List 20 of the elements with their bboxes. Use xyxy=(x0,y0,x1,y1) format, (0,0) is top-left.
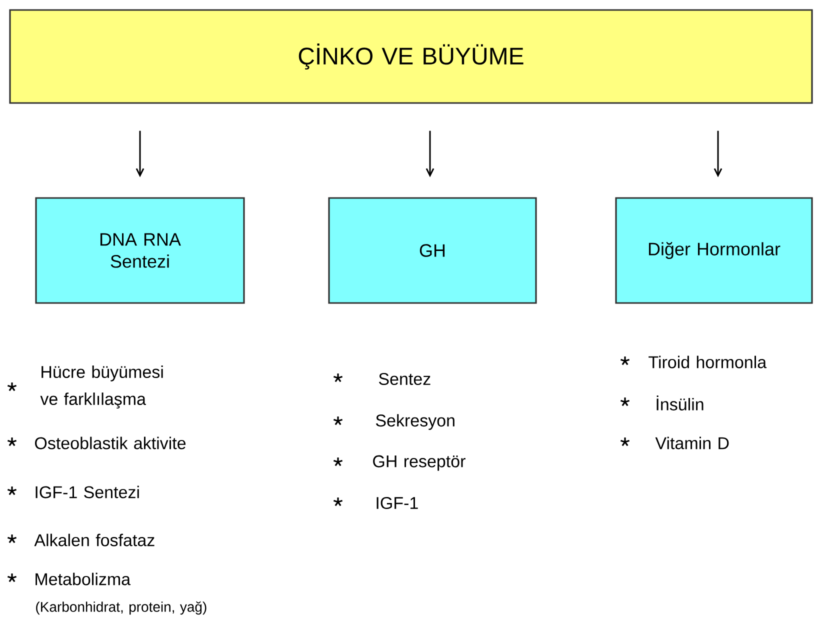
list-item: GH reseptör xyxy=(332,455,466,471)
process-box: Diğer Hormonlar xyxy=(615,197,813,304)
note-text: (Karbonhidrat, protein, yağ) xyxy=(36,601,206,615)
list-item: Osteoblastik aktivite xyxy=(6,436,186,450)
process-box: GH xyxy=(328,197,537,304)
arrow xyxy=(426,130,434,178)
list-item: Sentez xyxy=(332,372,430,386)
process-box: DNA RNA Sentezi xyxy=(35,197,245,304)
list-item: İnsülin xyxy=(620,396,704,410)
list-item: Sekresyon xyxy=(332,414,454,430)
list-item: Vitamin D xyxy=(620,436,729,450)
title-box: ÇİNKO VE BÜYÜME xyxy=(9,9,813,104)
arrow xyxy=(136,130,144,178)
list-item: Hücre büyümesi ve farklılaşma xyxy=(6,366,163,408)
list-item: Tiroid hormonla xyxy=(620,356,767,368)
list-item: Metabolizma xyxy=(6,572,131,586)
list-item: IGF-1 Sentezi xyxy=(6,486,139,498)
list-item: Alkalen fosfataz xyxy=(6,534,154,546)
arrow xyxy=(714,130,722,178)
list-item: IGF-1 xyxy=(332,496,418,510)
